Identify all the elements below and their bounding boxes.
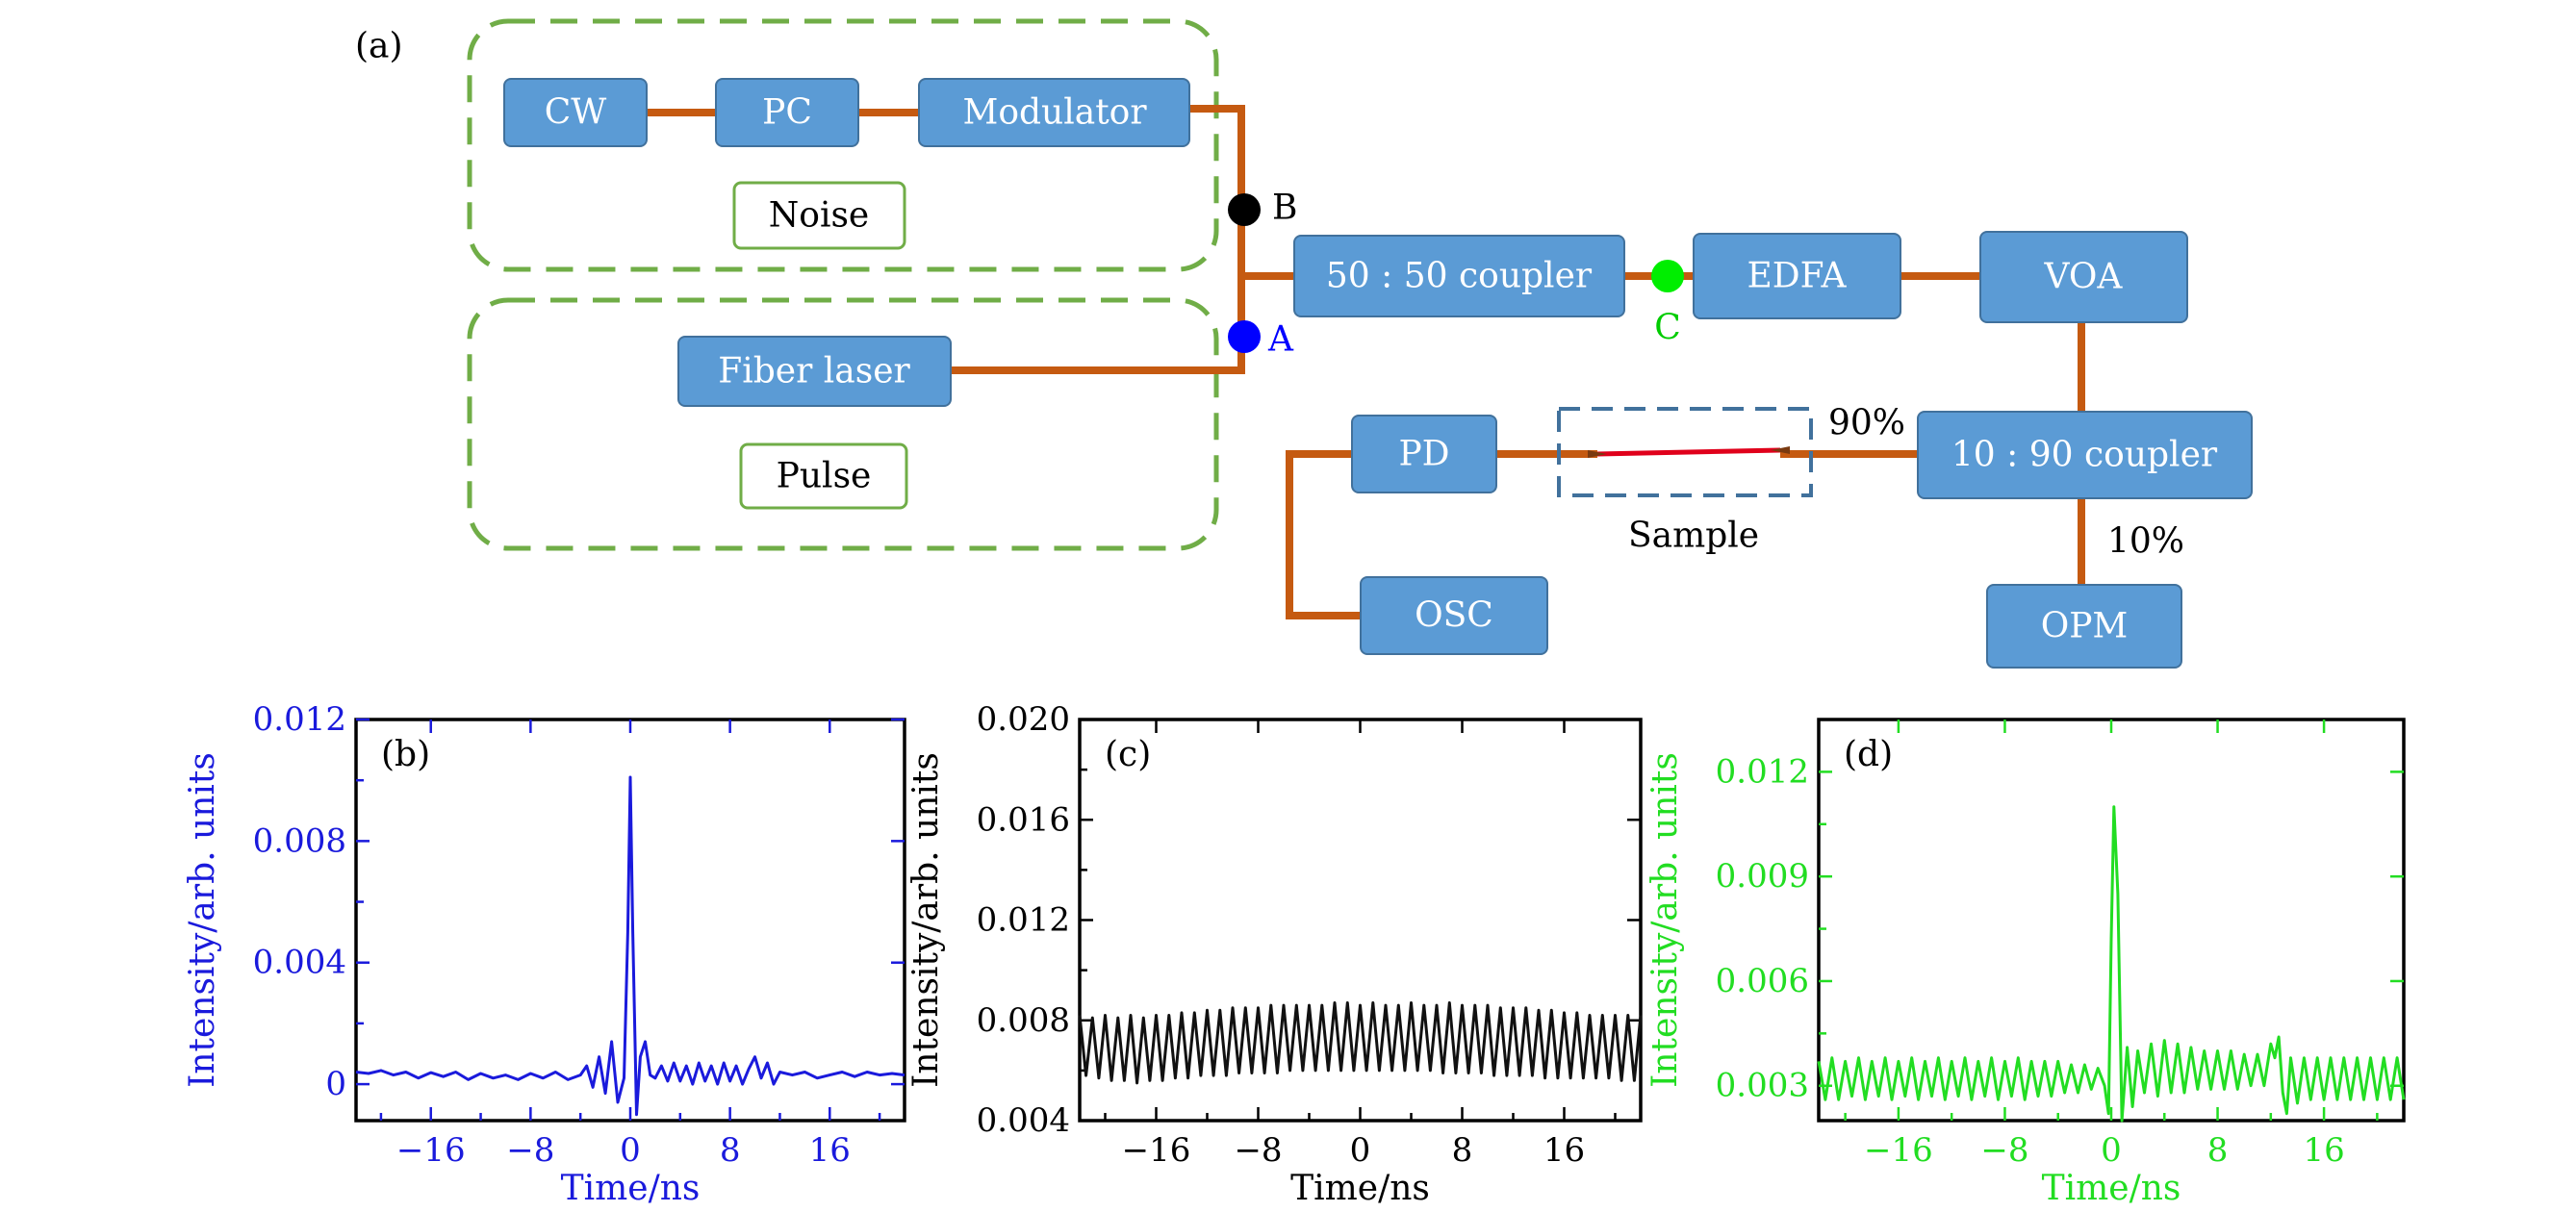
- series-line-c-0: [1078, 1001, 1643, 1085]
- chart-c: −16 −8 0 8 16 0.004 0.008 0.012 0.016 0.020 (c) Tim…: [906, 700, 1643, 1208]
- pc-label: PC: [762, 93, 812, 133]
- panel-label-c: (c): [1105, 735, 1151, 774]
- pc-block: PC: [715, 78, 859, 147]
- y-tick-label-c: 0.012: [977, 901, 1070, 940]
- noise-group-outline: [467, 18, 1219, 272]
- pulse-label-text: Pulse: [777, 457, 872, 496]
- fiber-pd-osc: [1286, 450, 1361, 619]
- pd-block: PD: [1351, 415, 1497, 493]
- cw-label: CW: [545, 93, 607, 133]
- x-tick-label-c: 0: [1350, 1131, 1371, 1170]
- y-tick-label-b: 0: [325, 1065, 346, 1103]
- y-tick-label-d: 0.009: [1716, 857, 1809, 896]
- x-tick-label-b: 16: [809, 1131, 851, 1170]
- voa-block: VOA: [1979, 231, 2188, 323]
- point-b-label: B: [1272, 189, 1297, 228]
- ratio-10-label: 10%: [2107, 522, 2184, 562]
- chart-b: −16 −8 0 8 16 0 0.004 0.008 0.012 (b) Time/ns Inten…: [183, 700, 906, 1208]
- coupler-1090-block: 10 : 90 coupler: [1917, 411, 2253, 499]
- point-c-label: C: [1654, 309, 1681, 348]
- chart-d: −16 −8 0 8 16 0.003 0.006 0.009 0.012 (d) Time/ns I…: [1645, 718, 2406, 1208]
- y-tick-label-b: 0.004: [253, 944, 346, 982]
- x-tick-label-d: 0: [2101, 1131, 2122, 1170]
- coupler-5050-label: 50 : 50 coupler: [1326, 257, 1593, 296]
- osc-label: OSC: [1415, 596, 1493, 636]
- opm-label: OPM: [2041, 607, 2129, 646]
- sample-box: [1557, 407, 1813, 497]
- fiber-laser-label: Fiber laser: [718, 352, 910, 391]
- y-axis-title-d: Intensity/arb. units: [1645, 752, 1685, 1088]
- coupler-5050-block: 50 : 50 coupler: [1293, 235, 1625, 317]
- pulse-group-outline: [467, 297, 1219, 551]
- fiber-connections: [643, 105, 2085, 619]
- y-tick-label-c: 0.016: [977, 800, 1070, 839]
- osc-block: OSC: [1360, 576, 1548, 655]
- pd-label: PD: [1398, 435, 1449, 474]
- modulator-label: Modulator: [962, 93, 1147, 133]
- y-tick-label-d: 0.003: [1716, 1067, 1809, 1105]
- x-axis-title-c: Time/ns: [1290, 1169, 1430, 1208]
- y-tick-label-b: 0.008: [253, 821, 346, 860]
- series-line-d-0: [1817, 805, 2406, 1123]
- x-tick-label-d: 8: [2207, 1131, 2229, 1170]
- pulse-group-label: Pulse: [739, 442, 908, 510]
- sample: Sample: [1557, 407, 1813, 556]
- opm-block: OPM: [1986, 584, 2182, 669]
- x-tick-label-c: −16: [1122, 1131, 1191, 1170]
- x-tick-label-b: 8: [720, 1131, 741, 1170]
- point-a-dot: [1228, 320, 1261, 353]
- y-tick-label-d: 0.012: [1716, 752, 1809, 791]
- cw-block: CW: [503, 78, 648, 147]
- fiber-laser-block: Fiber laser: [677, 336, 952, 407]
- sample-label: Sample: [1628, 517, 1759, 556]
- x-tick-label-b: −8: [506, 1131, 554, 1170]
- noise-label-text: Noise: [769, 196, 869, 236]
- sample-fiber: [1596, 447, 1781, 457]
- coupler-1090-label: 10 : 90 coupler: [1951, 436, 2218, 475]
- point-b-dot: [1228, 193, 1261, 226]
- y-tick-label-c: 0.008: [977, 1001, 1070, 1040]
- x-tick-label-c: 16: [1543, 1131, 1585, 1170]
- y-tick-label-c: 0.004: [977, 1101, 1070, 1140]
- ratio-90-label: 90%: [1828, 404, 1905, 443]
- panel-label-d: (d): [1844, 735, 1893, 774]
- setup-diagram: (a) Sample 90% 10%: [355, 18, 2253, 669]
- modulator-block: Modulator: [918, 78, 1190, 147]
- y-axis-title-b: Intensity/arb. units: [183, 752, 222, 1088]
- x-tick-label-d: 16: [2303, 1131, 2344, 1170]
- x-axis-title-b: Time/ns: [561, 1169, 701, 1208]
- sample-taper-right: [1771, 446, 1790, 454]
- y-tick-label-b: 0.012: [253, 700, 346, 739]
- point-c-dot: [1651, 260, 1684, 292]
- noise-group-label: Noise: [732, 181, 906, 250]
- voa-label: VOA: [2044, 258, 2124, 297]
- x-tick-label-d: −8: [1980, 1131, 2028, 1170]
- edfa-label: EDFA: [1747, 257, 1848, 296]
- x-tick-label-c: −8: [1234, 1131, 1282, 1170]
- x-tick-label-c: 8: [1452, 1131, 1473, 1170]
- panel-label-b: (b): [381, 735, 430, 774]
- series-line-b-0: [355, 775, 905, 1117]
- edfa-block: EDFA: [1693, 233, 1901, 319]
- x-axis-title-d: Time/ns: [2042, 1169, 2181, 1208]
- x-tick-label-b: 0: [620, 1131, 641, 1170]
- fiber-combiner-path: [948, 105, 1245, 374]
- x-tick-label-d: −16: [1864, 1131, 1933, 1170]
- y-tick-label-c: 0.020: [977, 700, 1070, 739]
- x-tick-label-b: −16: [396, 1131, 466, 1170]
- point-a-label: A: [1267, 320, 1294, 360]
- sample-taper-left: [1588, 450, 1607, 458]
- y-axis-title-c: Intensity/arb. units: [906, 752, 946, 1088]
- panel-label-a: (a): [355, 27, 403, 66]
- y-tick-label-d: 0.006: [1716, 962, 1809, 1000]
